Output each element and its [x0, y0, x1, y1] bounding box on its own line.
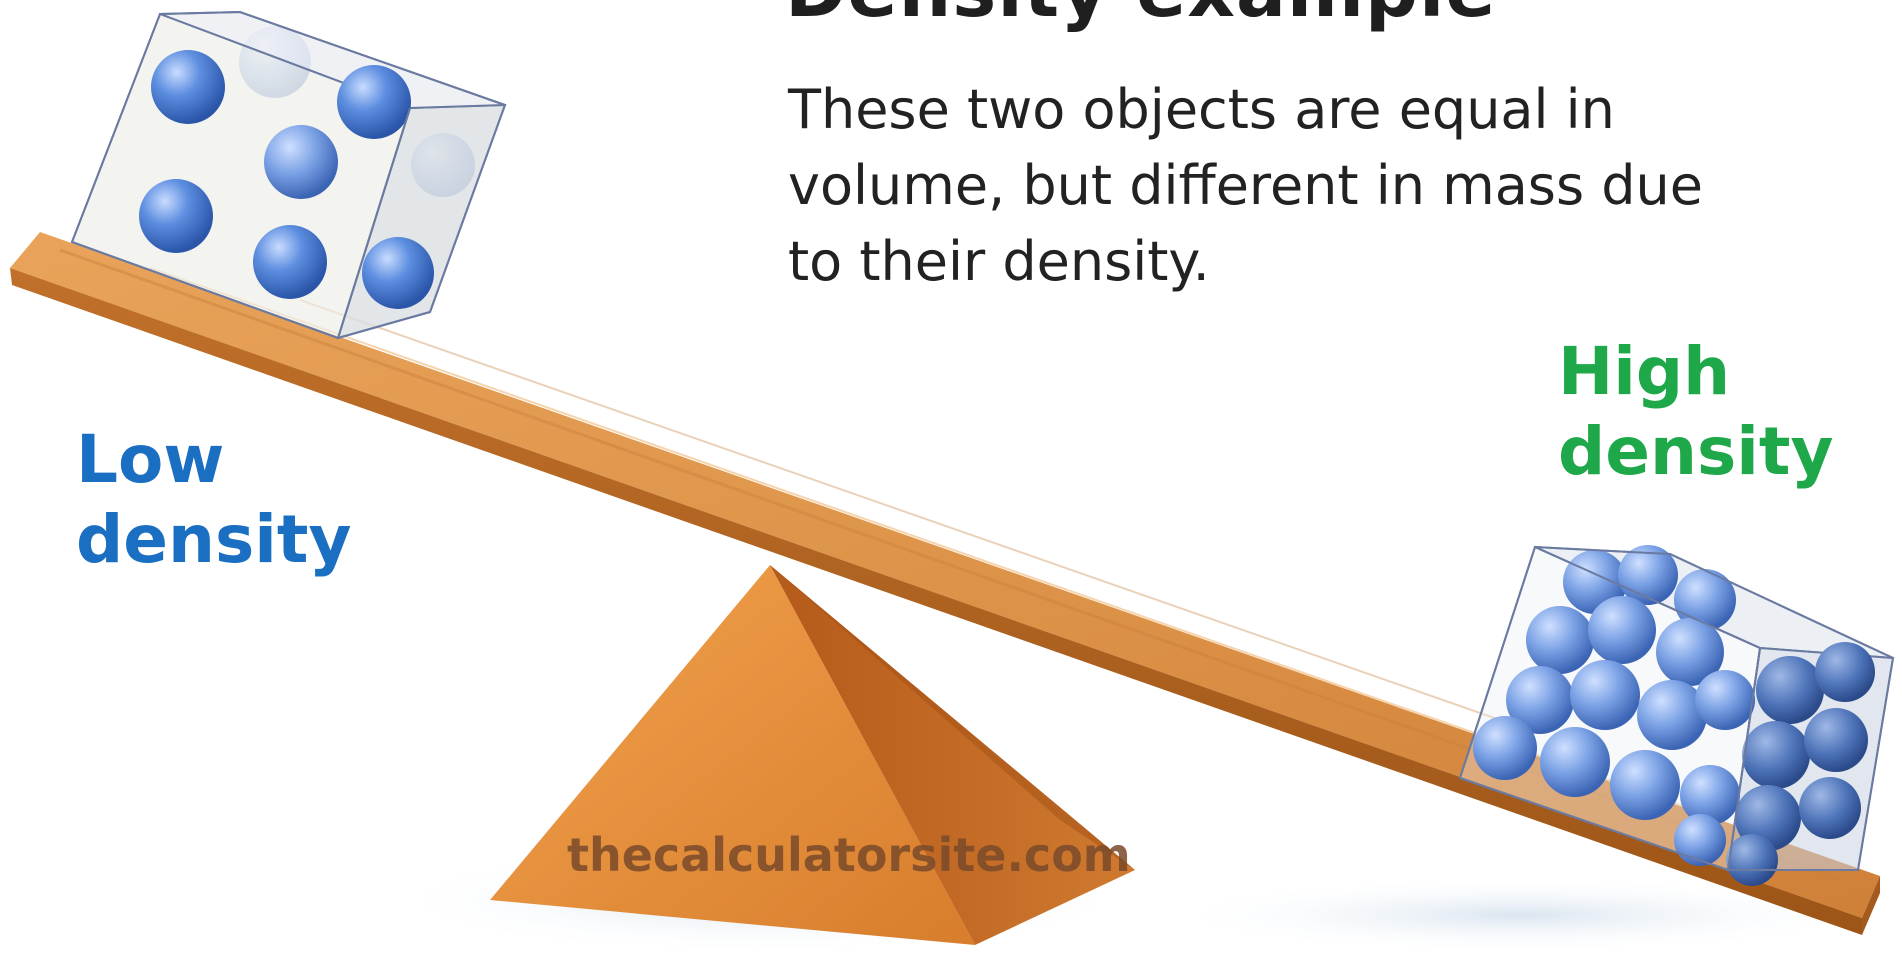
watermark: thecalculatorsite.com	[567, 828, 1131, 882]
high-density-label-line2: density	[1558, 413, 1834, 490]
high-density-cube	[1458, 545, 1895, 886]
low-density-cube	[70, 10, 507, 340]
low-density-label: Low density	[76, 420, 351, 580]
low-density-label-line1: Low	[76, 421, 225, 498]
fulcrum-pyramid	[490, 565, 1135, 945]
low-density-label-line2: density	[76, 501, 352, 578]
ground-shadow-right	[1160, 877, 1880, 953]
high-density-label-line1: High	[1558, 333, 1731, 410]
diagram-title: Density example	[785, 0, 1497, 34]
high-density-label: High density	[1558, 332, 1833, 492]
diagram-description: These two objects are equal in volume, b…	[788, 78, 1703, 293]
